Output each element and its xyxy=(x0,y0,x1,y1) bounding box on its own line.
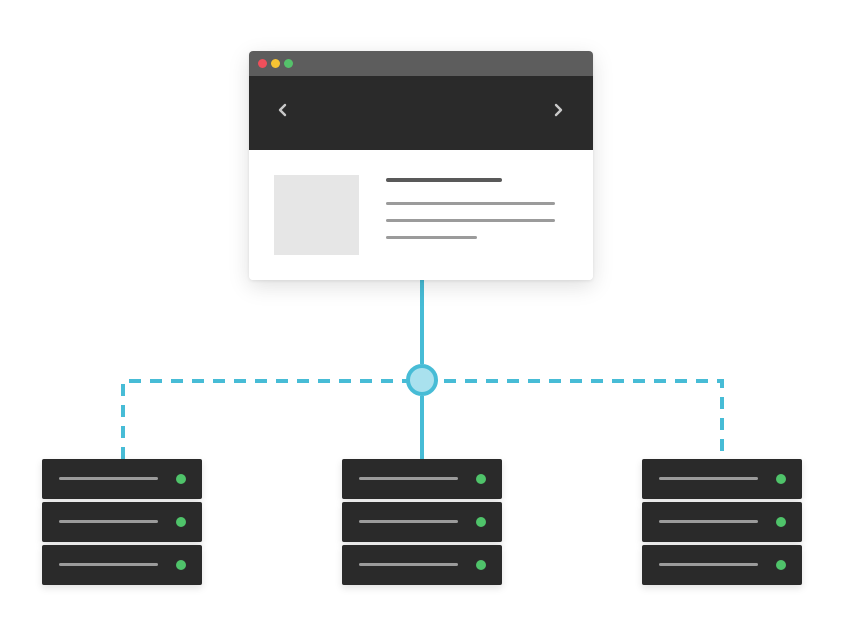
status-led-icon xyxy=(776,560,786,570)
server-unit-bar xyxy=(59,477,158,480)
minimize-dot[interactable] xyxy=(271,59,280,68)
server-unit xyxy=(42,502,202,542)
image-placeholder xyxy=(274,175,359,255)
text-placeholder-line xyxy=(386,236,477,239)
text-placeholder-line xyxy=(386,202,555,205)
server-unit xyxy=(42,545,202,585)
server-left xyxy=(42,459,202,588)
server-unit-bar xyxy=(659,520,758,523)
status-led-icon xyxy=(176,517,186,527)
status-led-icon xyxy=(176,560,186,570)
server-unit-bar xyxy=(359,477,458,480)
status-led-icon xyxy=(776,474,786,484)
server-unit-bar xyxy=(59,563,158,566)
text-placeholder-line xyxy=(386,219,555,222)
hub-node xyxy=(406,364,438,396)
status-led-icon xyxy=(476,560,486,570)
status-led-icon xyxy=(176,474,186,484)
server-unit-bar xyxy=(659,477,758,480)
server-unit xyxy=(42,459,202,499)
server-center xyxy=(342,459,502,588)
maximize-dot[interactable] xyxy=(284,59,293,68)
server-right xyxy=(642,459,802,588)
carousel-banner xyxy=(249,76,593,150)
chevron-left-icon[interactable] xyxy=(278,103,288,117)
server-unit xyxy=(342,459,502,499)
page-content xyxy=(249,150,593,280)
browser-window xyxy=(249,51,593,280)
status-led-icon xyxy=(476,474,486,484)
server-unit-bar xyxy=(359,520,458,523)
server-unit xyxy=(342,502,502,542)
status-led-icon xyxy=(476,517,486,527)
dashed-branch-line xyxy=(121,379,724,459)
browser-titlebar xyxy=(249,51,593,76)
server-unit xyxy=(642,459,802,499)
heading-placeholder-line xyxy=(386,178,502,182)
server-unit-bar xyxy=(59,520,158,523)
close-dot[interactable] xyxy=(258,59,267,68)
server-unit xyxy=(642,545,802,585)
server-unit-bar xyxy=(659,563,758,566)
server-unit-bar xyxy=(359,563,458,566)
chevron-right-icon[interactable] xyxy=(553,103,563,117)
server-unit xyxy=(342,545,502,585)
status-led-icon xyxy=(776,517,786,527)
server-unit xyxy=(642,502,802,542)
